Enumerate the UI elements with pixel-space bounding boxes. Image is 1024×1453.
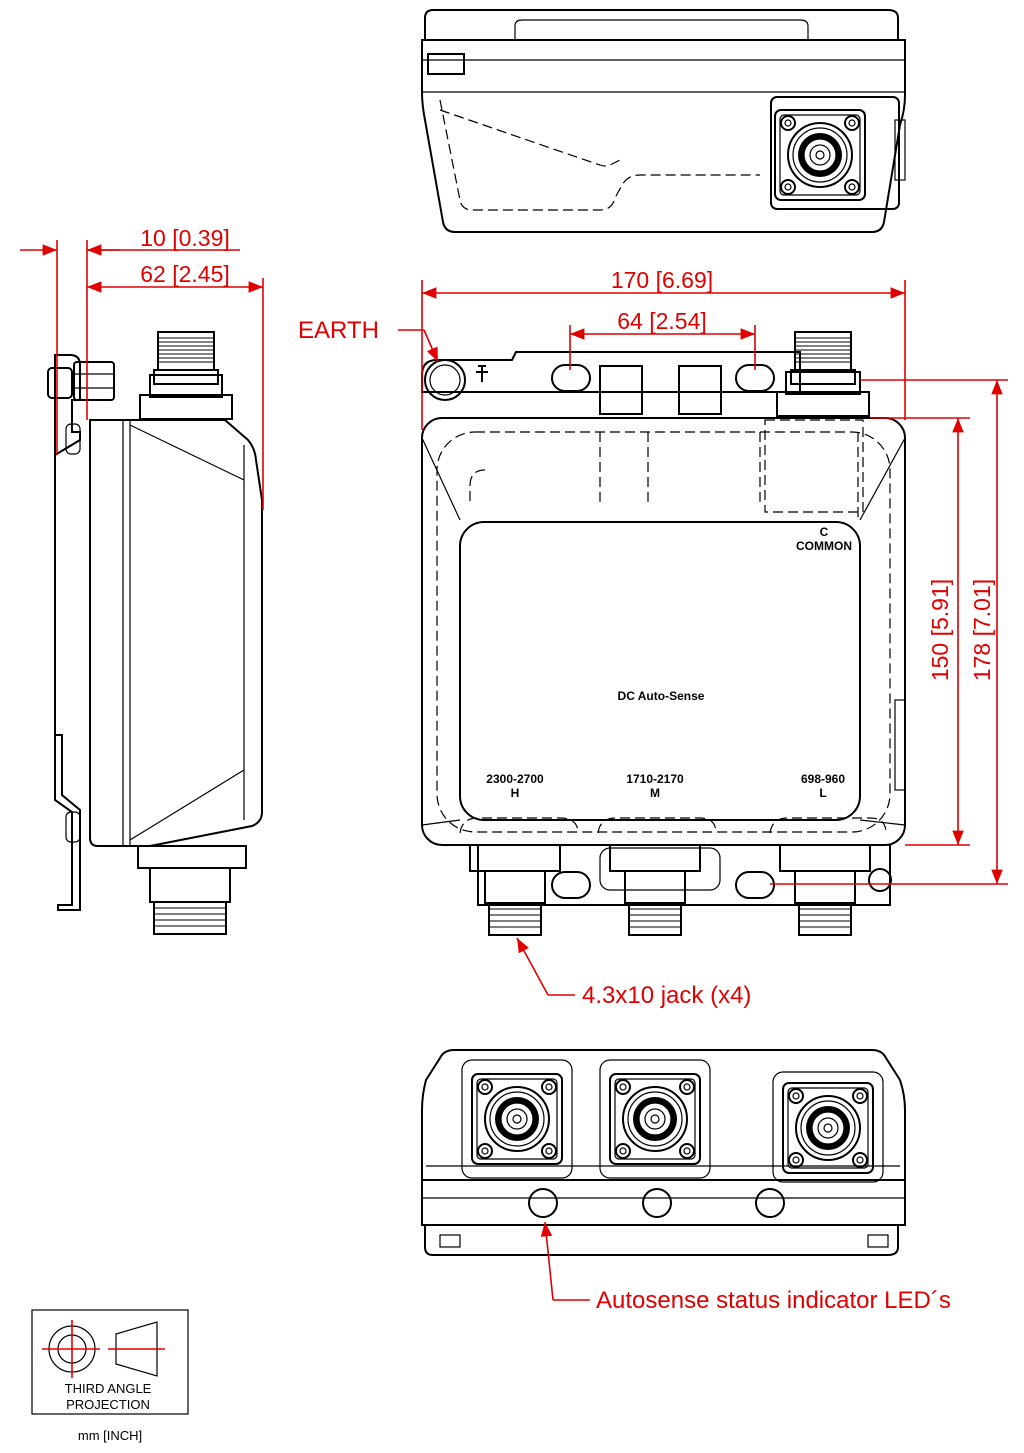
port-l-letter: L bbox=[819, 786, 826, 800]
port-h-letter: H bbox=[511, 786, 520, 800]
dim-side-depth: 62 [2.45] bbox=[140, 261, 230, 287]
common-letter: C bbox=[820, 525, 829, 539]
port-h-range: 2300-2700 bbox=[486, 772, 544, 786]
jack-callout: 4.3x10 jack (x4) bbox=[582, 982, 751, 1009]
dim-earth-offset: 10 [0.39] bbox=[140, 225, 230, 251]
side-view bbox=[47, 331, 263, 935]
dim-overall-width: 170 [6.69] bbox=[611, 267, 713, 293]
dim-body-height: 150 [5.91] bbox=[927, 579, 953, 681]
dim-hole-spacing: 64 [2.54] bbox=[617, 308, 707, 334]
port-l-range: 698-960 bbox=[801, 772, 845, 786]
earth-callout: EARTH bbox=[298, 317, 379, 344]
common-label: COMMON bbox=[796, 539, 852, 553]
bottom-view bbox=[421, 1049, 906, 1256]
led-callout: Autosense status indicator LED´s bbox=[596, 1287, 951, 1314]
dc-autosense-label: DC Auto-Sense bbox=[618, 689, 705, 703]
projection-line1: THIRD ANGLE bbox=[65, 1381, 152, 1396]
front-view: C COMMON DC Auto-Sense 2300-2700 H 1710-… bbox=[421, 331, 906, 936]
top-view bbox=[421, 9, 906, 233]
projection-line2: PROJECTION bbox=[66, 1397, 150, 1412]
dim-overall-height: 178 [7.01] bbox=[969, 579, 995, 681]
port-m-range: 1710-2170 bbox=[626, 772, 684, 786]
projection-symbol: THIRD ANGLE PROJECTION mm [INCH] bbox=[31, 1309, 189, 1443]
dimensions: 10 [0.39] 62 [2.45] 170 [6.69] 64 [2.54]… bbox=[20, 225, 1008, 885]
units-note: mm [INCH] bbox=[78, 1428, 142, 1443]
port-m-letter: M bbox=[650, 786, 660, 800]
callouts: EARTH 4.3x10 jack (x4) Autosense status … bbox=[298, 317, 951, 1314]
